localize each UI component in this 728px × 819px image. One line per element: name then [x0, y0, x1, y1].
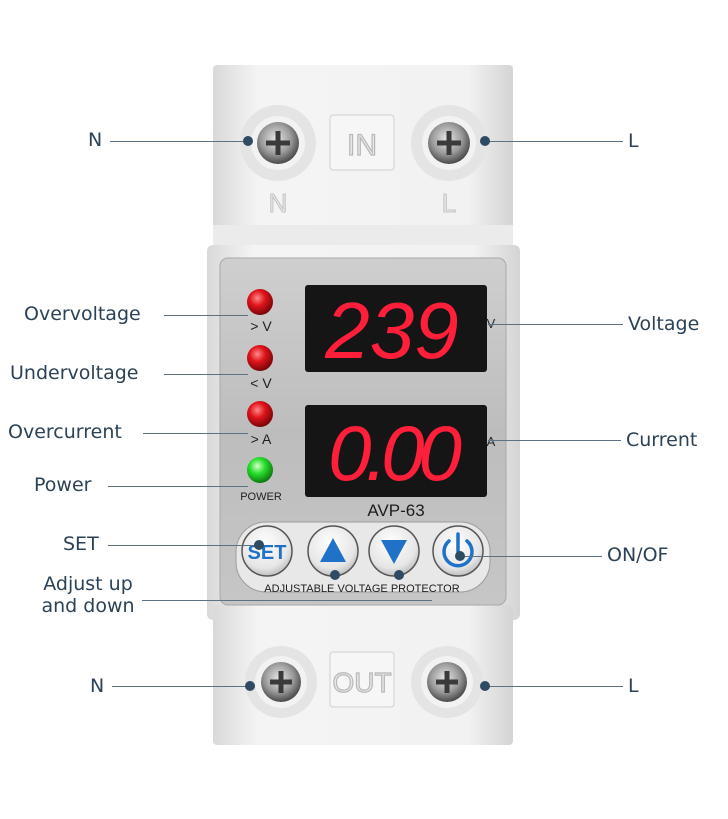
callout-on-off: ON/OF — [607, 544, 669, 566]
callout-current: Current — [626, 429, 698, 451]
leader-power — [108, 486, 248, 487]
button-strip — [235, 521, 491, 593]
panel-caption: ADJUSTABLE VOLTAGE PROTECTOR — [264, 583, 459, 595]
overvoltage-led — [247, 289, 273, 315]
up-button[interactable] — [307, 525, 359, 577]
in-label-box — [329, 114, 395, 171]
top-n-mark: N — [269, 188, 288, 218]
leader-current — [488, 440, 621, 441]
down-arrow-icon — [381, 540, 407, 564]
leader-top-l — [486, 141, 623, 142]
callout-overcurrent: Overcurrent — [8, 421, 122, 443]
leader-undervoltage — [164, 374, 248, 375]
current-display-digits: 0.00 — [328, 409, 461, 497]
overvoltage-led-mark: > V — [250, 318, 272, 334]
anchor-adjust-up — [330, 570, 340, 580]
callout-set: SET — [63, 533, 99, 555]
callout-overvoltage: Overvoltage — [24, 303, 141, 325]
leader-bottom-n — [112, 686, 250, 687]
power-led — [247, 457, 273, 483]
callout-bottom-n: N — [90, 675, 105, 697]
power-icon — [442, 539, 474, 568]
current-unit-mark: A — [487, 434, 496, 449]
leader-adjust — [142, 600, 432, 601]
anchor-on-off — [455, 551, 465, 561]
model-label: AVP-63 — [367, 501, 424, 520]
voltage-unit-mark: V — [487, 316, 496, 331]
out-label: OUT — [332, 667, 391, 698]
set-button[interactable]: SET — [241, 525, 293, 577]
bottom-right-screw — [411, 646, 483, 718]
anchor-bottom-l — [480, 681, 490, 691]
callout-voltage: Voltage — [628, 313, 700, 335]
undervoltage-led — [247, 345, 273, 371]
undervoltage-led-mark: < V — [250, 375, 272, 391]
callout-top-n: N — [88, 129, 103, 151]
leader-bottom-l — [486, 686, 623, 687]
top-left-screw — [240, 105, 316, 181]
top-l-mark: L — [442, 188, 456, 218]
anchor-bottom-n — [245, 681, 255, 691]
callout-bottom-l: L — [628, 675, 639, 697]
up-arrow-icon — [320, 538, 346, 562]
anchor-adjust-down — [394, 570, 404, 580]
down-button[interactable] — [368, 525, 420, 577]
leader-overvoltage — [164, 315, 248, 316]
voltage-display-window — [305, 285, 487, 372]
in-label: IN — [347, 129, 377, 162]
out-label-box — [329, 651, 395, 708]
bottom-left-screw — [245, 646, 317, 718]
anchor-top-n — [243, 136, 253, 146]
callout-power: Power — [34, 474, 92, 496]
callout-adjust: Adjust up and down — [41, 573, 135, 617]
power-led-mark: POWER — [240, 491, 282, 503]
leader-top-n — [110, 141, 248, 142]
callout-top-l: L — [628, 130, 639, 152]
leader-voltage — [488, 324, 623, 325]
current-display-window — [305, 405, 487, 497]
anchor-top-l — [480, 136, 490, 146]
leader-overcurrent — [143, 433, 248, 434]
callout-undervoltage: Undervoltage — [10, 362, 139, 384]
leader-on-off — [460, 556, 602, 557]
overcurrent-led-mark: > A — [251, 431, 272, 447]
anchor-set — [254, 540, 264, 550]
overcurrent-led — [247, 401, 273, 427]
leader-set — [108, 545, 258, 546]
voltage-display-digits: 239 — [324, 286, 458, 375]
top-right-screw — [411, 105, 487, 181]
